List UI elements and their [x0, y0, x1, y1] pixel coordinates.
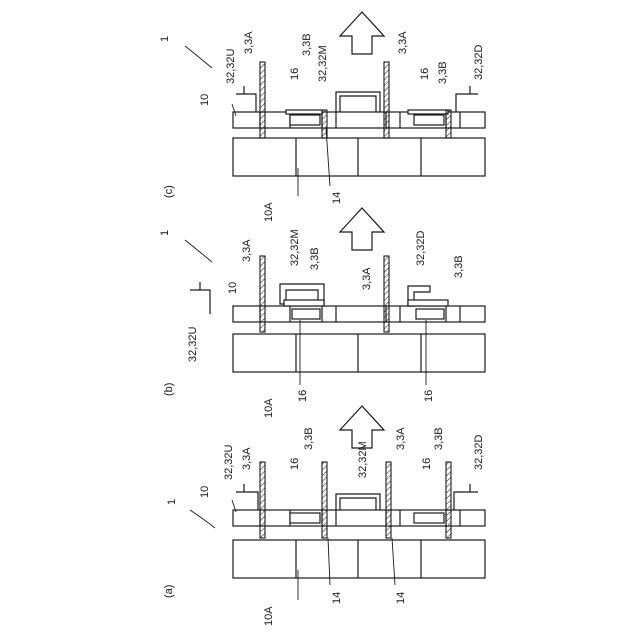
- panel-c: (c): [159, 12, 485, 222]
- ref-16-left: 16: [289, 68, 301, 80]
- ref-32D: 32,32D: [473, 434, 485, 470]
- blade-3A-right: [386, 462, 391, 538]
- strip-10: [233, 306, 485, 322]
- base-block: [233, 334, 485, 372]
- grip-left: [286, 110, 322, 114]
- substrate-16-right: [416, 309, 444, 319]
- ref-3B-right: 3,3B: [433, 427, 445, 450]
- blade-3A-left: [260, 462, 265, 538]
- panel-b: (b): [159, 208, 485, 418]
- ref-16-right: 16: [421, 458, 433, 470]
- head-32U: [236, 86, 256, 112]
- blade-3A-right: [384, 62, 389, 138]
- ref-14-left: 14: [331, 592, 343, 604]
- ref-16-right: 16: [419, 68, 431, 80]
- grip-32D: [408, 300, 448, 306]
- ref-3A-left: 3,3A: [241, 447, 253, 470]
- ref-1-arrow-icon: [185, 46, 212, 68]
- blade-3B-right: [446, 462, 451, 538]
- substrate-16-left: [292, 309, 320, 319]
- upper-strip: [233, 306, 485, 322]
- panel-a-caption: (a): [163, 585, 175, 598]
- ref-32M: 32,32M: [289, 229, 301, 266]
- ref-10: 10: [199, 94, 211, 106]
- ref-3A-left: 3,3A: [241, 239, 253, 262]
- base-block: [233, 540, 485, 578]
- blade-3A-left: [260, 256, 265, 332]
- grip-right: [408, 110, 448, 114]
- ref-1-arrow-icon: [185, 240, 212, 262]
- ref-10A: 10A: [263, 202, 275, 222]
- head-32M: [336, 92, 380, 112]
- ref-1: 1: [166, 499, 178, 505]
- ref-10: 10: [227, 282, 239, 294]
- ref-3B-left: 3,3B: [301, 33, 313, 56]
- head-32U: [236, 484, 258, 510]
- ref-32M: 32,32M: [357, 441, 369, 478]
- ref-1: 1: [159, 36, 171, 42]
- blade-3B-right: [446, 110, 451, 138]
- ref-1-arrow-icon: [190, 510, 215, 528]
- blade-3A-right: [384, 256, 389, 332]
- ref-3A-right: 3,3A: [395, 427, 407, 450]
- ref-32U: 32,32U: [223, 444, 235, 480]
- ref-14-right: 14: [395, 592, 407, 604]
- head-32U: [190, 282, 210, 314]
- base-block-row: [233, 138, 485, 176]
- ref-32M: 32,32M: [317, 45, 329, 82]
- ref-3A-left: 3,3A: [243, 31, 255, 54]
- blade-3A-left: [260, 62, 265, 138]
- ref-10A: 10A: [263, 606, 275, 626]
- substrate-16-left: [290, 115, 320, 125]
- ref-1: 1: [159, 230, 171, 236]
- ref-3B-right: 3,3B: [453, 255, 465, 278]
- ref-32D: 32,32D: [415, 230, 427, 266]
- panel-c-caption: (c): [163, 185, 175, 198]
- head-32M: [336, 494, 380, 510]
- ref-16-left: 16: [289, 458, 301, 470]
- base-block-row: [233, 334, 485, 372]
- ref-3A-right: 3,3A: [397, 31, 409, 54]
- substrate-16-left: [290, 513, 320, 523]
- ref-16-left: 16: [297, 390, 309, 402]
- grip-32M: [284, 300, 324, 306]
- blade-3B-left: [322, 462, 327, 538]
- head-32D: [454, 484, 478, 510]
- ref-10A: 10A: [263, 398, 275, 418]
- up-arrow-icon: [340, 208, 384, 250]
- ref-32U: 32,32U: [187, 326, 199, 362]
- substrate-16-right: [414, 115, 444, 125]
- ref-3A-right: 3,3A: [361, 267, 373, 290]
- ref-14: 14: [331, 192, 343, 204]
- panel-a: (a): [163, 406, 485, 626]
- ref-3B-right: 3,3B: [437, 61, 449, 84]
- ref-3B-left: 3,3B: [303, 427, 315, 450]
- panel-b-caption: (b): [163, 383, 175, 396]
- up-arrow-icon: [340, 12, 384, 54]
- head-32D: [456, 86, 478, 112]
- ref-10: 10: [199, 486, 211, 498]
- base-block: [233, 138, 485, 176]
- ref-16-right: 16: [423, 390, 435, 402]
- ref-3B-left: 3,3B: [309, 247, 321, 270]
- substrate-16-right: [414, 513, 444, 523]
- base-block-row: [233, 540, 485, 578]
- ref-32U: 32,32U: [225, 48, 237, 84]
- ref-32D: 32,32D: [473, 44, 485, 80]
